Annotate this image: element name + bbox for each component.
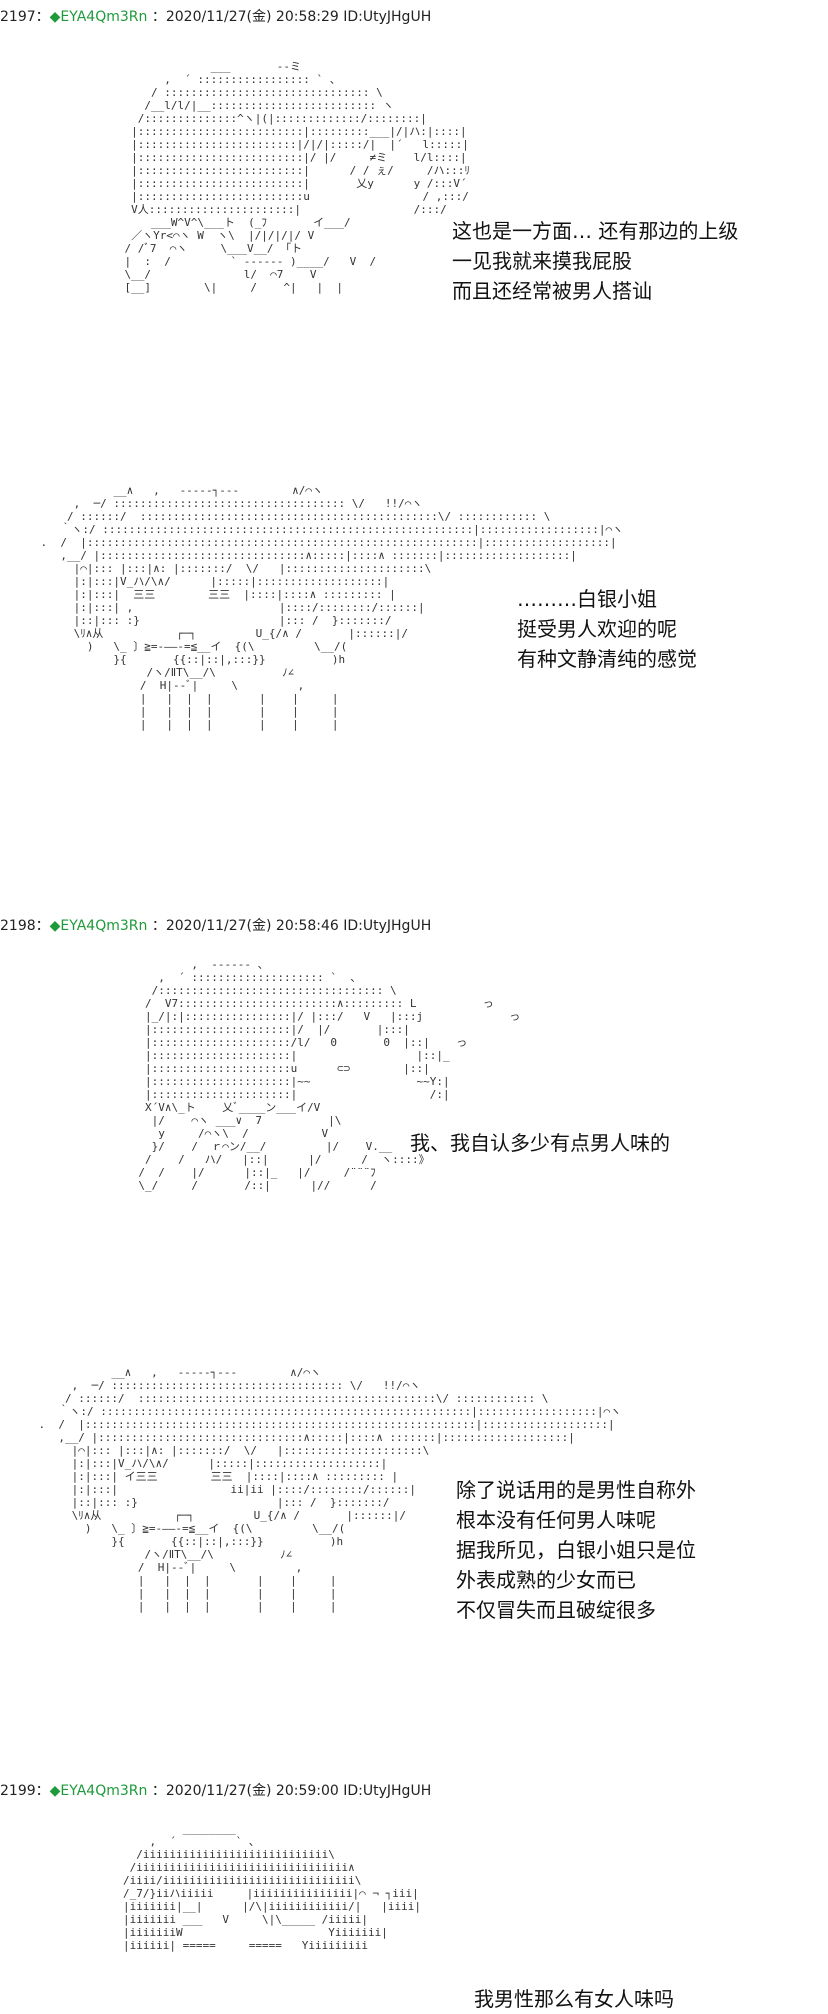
- post-separator: ：: [35, 1783, 50, 1799]
- post-separator: ：: [35, 9, 50, 25]
- poster-id[interactable]: ID:UtyJHgUH: [343, 1783, 432, 1799]
- speech-line: 根本没有任何男人味呢: [456, 1508, 656, 1532]
- speech-text-5: 我男性那么有女人味吗: [474, 1984, 674, 2014]
- speech-text-3: 我、我自认多少有点男人味的: [410, 1128, 670, 1158]
- speech-line: 有种文静清纯的感觉: [517, 647, 697, 671]
- post-header-2199: 2199：◆EYA4Qm3Rn ：2020/11/27(金) 20:59:00 …: [0, 1782, 431, 1800]
- post-number: 2199: [0, 1783, 36, 1799]
- speech-text-1: 这也是一方面… 还有那边的上级 一见我就来摸我屁股 而且还经常被男人搭讪: [452, 216, 738, 306]
- speech-text-4: 除了说话用的是男性自称外 根本没有任何男人味呢 据我所见，白银小姐只是位 外表成…: [456, 1475, 696, 1625]
- post-datetime: ：2020/11/27(金) 20:58:29: [151, 9, 339, 25]
- speech-line: 外表成熟的少女而已: [456, 1568, 636, 1592]
- post-header-2197: 2197：◆EYA4Qm3Rn ：2020/11/27(金) 20:58:29 …: [0, 8, 431, 26]
- speech-line: 一见我就来摸我屁股: [452, 249, 632, 273]
- poster-trip[interactable]: EYA4Qm3Rn: [60, 918, 148, 934]
- speech-line: 而且还经常被男人搭讪: [452, 279, 652, 303]
- trip-diamond-icon: ◆: [49, 9, 61, 25]
- speech-line: 我、我自认多少有点男人味的: [410, 1131, 670, 1155]
- post-datetime: ：2020/11/27(金) 20:58:46: [151, 918, 339, 934]
- ascii-art-character: __∧ , -‐‐‐‐┐‐‐- ∧/⌒ヽ , ─/ ::::::::::::::…: [40, 484, 624, 731]
- trip-diamond-icon: ◆: [49, 1783, 61, 1799]
- post-header-2198: 2198：◆EYA4Qm3Rn ：2020/11/27(金) 20:58:46 …: [0, 917, 431, 935]
- post-number: 2197: [0, 9, 36, 25]
- speech-line: 这也是一方面… 还有那边的上级: [452, 219, 739, 243]
- poster-trip[interactable]: EYA4Qm3Rn: [60, 9, 148, 25]
- speech-line: 据我所见，白银小姐只是位: [456, 1538, 696, 1562]
- ascii-art-character: ________ , ´ ` 、 /iiiiiiiiiiiiiiiiiiiiii…: [122, 1822, 421, 1952]
- ascii-art-character: ___ --ミ , ´ ::::::::::::::::: ` 、 / ::::…: [124, 60, 470, 294]
- poster-id[interactable]: ID:UtyJHgUH: [343, 918, 432, 934]
- post-datetime: ：2020/11/27(金) 20:59:00: [151, 1783, 339, 1799]
- poster-trip[interactable]: EYA4Qm3Rn: [60, 1783, 148, 1799]
- speech-line: 不仅冒失而且破绽很多: [456, 1598, 656, 1622]
- speech-line: 挺受男人欢迎的呢: [517, 617, 677, 641]
- speech-line: ………白银小姐: [517, 587, 657, 611]
- post-separator: ：: [35, 918, 50, 934]
- ascii-art-character: , ------ 、 , ´ :::::::::::::::::::: ` 、 …: [138, 958, 521, 1192]
- speech-line: 我男性那么有女人味吗: [474, 1987, 674, 2011]
- ascii-art-character: __∧ , -‐‐‐‐┐‐‐- ∧/⌒ヽ , ─/ ::::::::::::::…: [38, 1366, 622, 1613]
- speech-line: 除了说话用的是男性自称外: [456, 1478, 696, 1502]
- poster-id[interactable]: ID:UtyJHgUH: [343, 9, 432, 25]
- speech-text-2: ………白银小姐 挺受男人欢迎的呢 有种文静清纯的感觉: [517, 584, 697, 674]
- post-number: 2198: [0, 918, 36, 934]
- trip-diamond-icon: ◆: [49, 918, 61, 934]
